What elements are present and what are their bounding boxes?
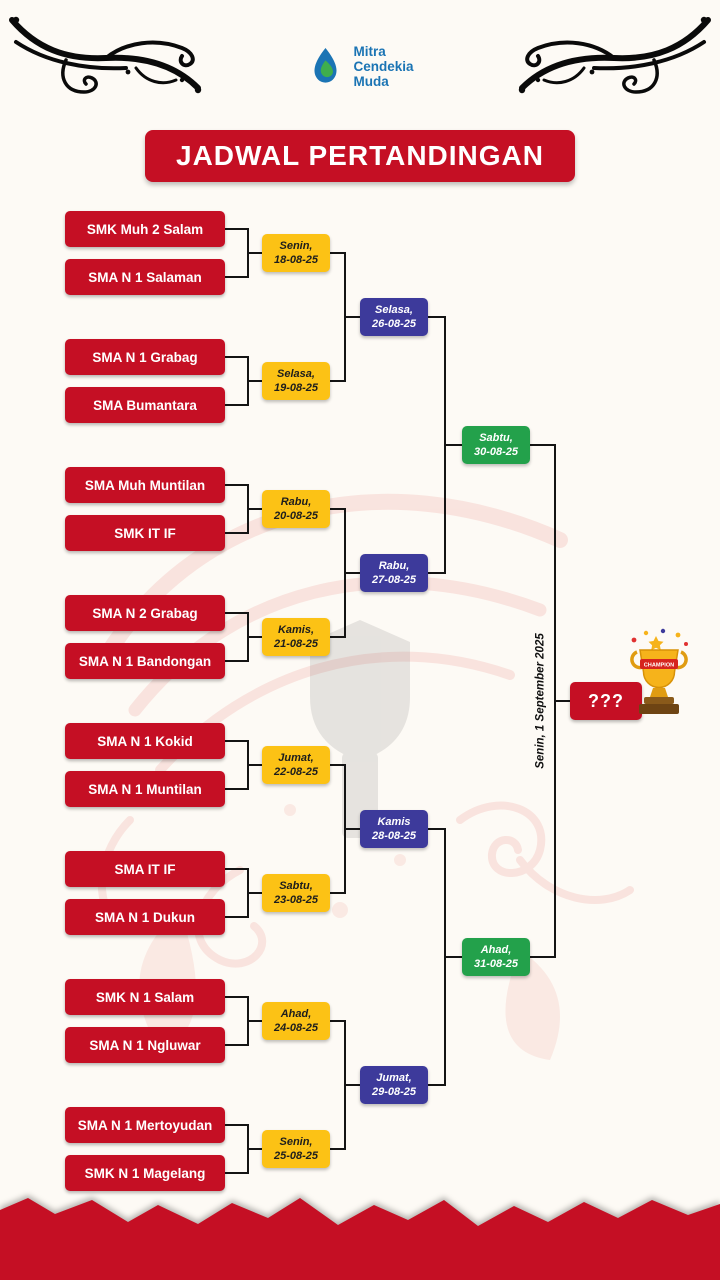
r1-date-box: Sabtu, 23-08-25: [262, 874, 330, 912]
match-date: 21-08-25: [273, 638, 319, 650]
match-date: 22-08-25: [273, 766, 319, 778]
r1-date-box: Jumat, 22-08-25: [262, 746, 330, 784]
match-date: 23-08-25: [273, 894, 319, 906]
team-box: SMA N 1 Bandongan: [65, 643, 225, 679]
match-day: Selasa,: [375, 303, 413, 316]
team-box: SMA N 1 Mertoyudan: [65, 1107, 225, 1143]
match-date: 24-08-25: [273, 1022, 319, 1034]
match-day: Ahad,: [480, 943, 512, 956]
match-date: 18-08-25: [273, 254, 319, 266]
title-banner: JADWAL PERTANDINGAN: [145, 130, 575, 182]
qf-date-box: Rabu, 27-08-25: [360, 554, 428, 592]
logo-line-3: Muda: [353, 74, 389, 90]
match-day: Kamis,: [277, 623, 315, 636]
team-box: SMA Bumantara: [65, 387, 225, 423]
logo-drop-icon: [314, 47, 337, 83]
match-day: Rabu,: [280, 495, 312, 508]
match-day: Rabu,: [378, 559, 410, 572]
qf-date-box: Kamis 28-08-25: [360, 810, 428, 848]
match-date: 27-08-25: [371, 574, 417, 586]
team-box: SMA IT IF: [65, 851, 225, 887]
team-box: SMA N 1 Grabag: [65, 339, 225, 375]
team-box: SMA N 1 Salaman: [65, 259, 225, 295]
r1-date-box: Rabu, 20-08-25: [262, 490, 330, 528]
logo-text: Mitra Cendekia Muda: [353, 44, 413, 89]
match-day: Jumat,: [278, 751, 314, 764]
flourish-right-icon: [518, 16, 711, 94]
match-day: Senin,: [279, 1135, 313, 1148]
match-day: Ahad,: [280, 1007, 312, 1020]
r1-date-box: Senin, 25-08-25: [262, 1130, 330, 1168]
final-winner-box: ???: [570, 682, 642, 720]
match-date: 31-08-25: [473, 958, 519, 970]
match-date: 29-08-25: [371, 1086, 417, 1098]
match-day: Jumat,: [376, 1071, 412, 1084]
match-date: 20-08-25: [273, 510, 319, 522]
team-box: SMK N 1 Magelang: [65, 1155, 225, 1191]
match-date: 28-08-25: [371, 830, 417, 842]
team-box: SMA N 1 Ngluwar: [65, 1027, 225, 1063]
qf-date-box: Selasa, 26-08-25: [360, 298, 428, 336]
match-day: Sabtu,: [479, 431, 513, 444]
qf-date-box: Jumat, 29-08-25: [360, 1066, 428, 1104]
team-box: SMK IT IF: [65, 515, 225, 551]
torn-paper-edge: [0, 1198, 720, 1280]
final-winner-placeholder: ???: [588, 690, 624, 711]
match-date: 26-08-25: [371, 318, 417, 330]
match-date: 30-08-25: [473, 446, 519, 458]
r1-date-box: Kamis, 21-08-25: [262, 618, 330, 656]
trophy-banner-text: CHAMPION: [644, 663, 674, 669]
r1-date-box: Ahad, 24-08-25: [262, 1002, 330, 1040]
sf-date-box: Ahad, 31-08-25: [462, 938, 530, 976]
final-date-label: Senin, 1 September 2025: [534, 633, 547, 769]
team-box: SMA N 1 Kokid: [65, 723, 225, 759]
r1-date-box: Selasa, 19-08-25: [262, 362, 330, 400]
team-box: SMK N 1 Salam: [65, 979, 225, 1015]
r1-date-box: Senin, 18-08-25: [262, 234, 330, 272]
logo-line-2: Cendekia: [353, 59, 414, 75]
match-date: 25-08-25: [273, 1150, 319, 1162]
team-box: SMA N 2 Grabag: [65, 595, 225, 631]
logo: Mitra Cendekia Muda: [306, 44, 414, 89]
match-date: 19-08-25: [273, 382, 319, 394]
match-day: Senin,: [279, 239, 313, 252]
sf-date-box: Sabtu, 30-08-25: [462, 426, 530, 464]
match-day: Sabtu,: [279, 879, 313, 892]
team-box: SMA N 1 Dukun: [65, 899, 225, 935]
trophy-icon: CHAMPION: [630, 628, 688, 714]
logo-line-1: Mitra: [353, 44, 386, 59]
page-title: JADWAL PERTANDINGAN: [176, 140, 544, 171]
team-box: SMA N 1 Muntilan: [65, 771, 225, 807]
flourish-left-icon: [9, 16, 202, 94]
team-box: SMA Muh Muntilan: [65, 467, 225, 503]
team-box: SMK Muh 2 Salam: [65, 211, 225, 247]
match-day: Kamis: [377, 815, 411, 828]
match-day: Selasa,: [277, 367, 315, 380]
